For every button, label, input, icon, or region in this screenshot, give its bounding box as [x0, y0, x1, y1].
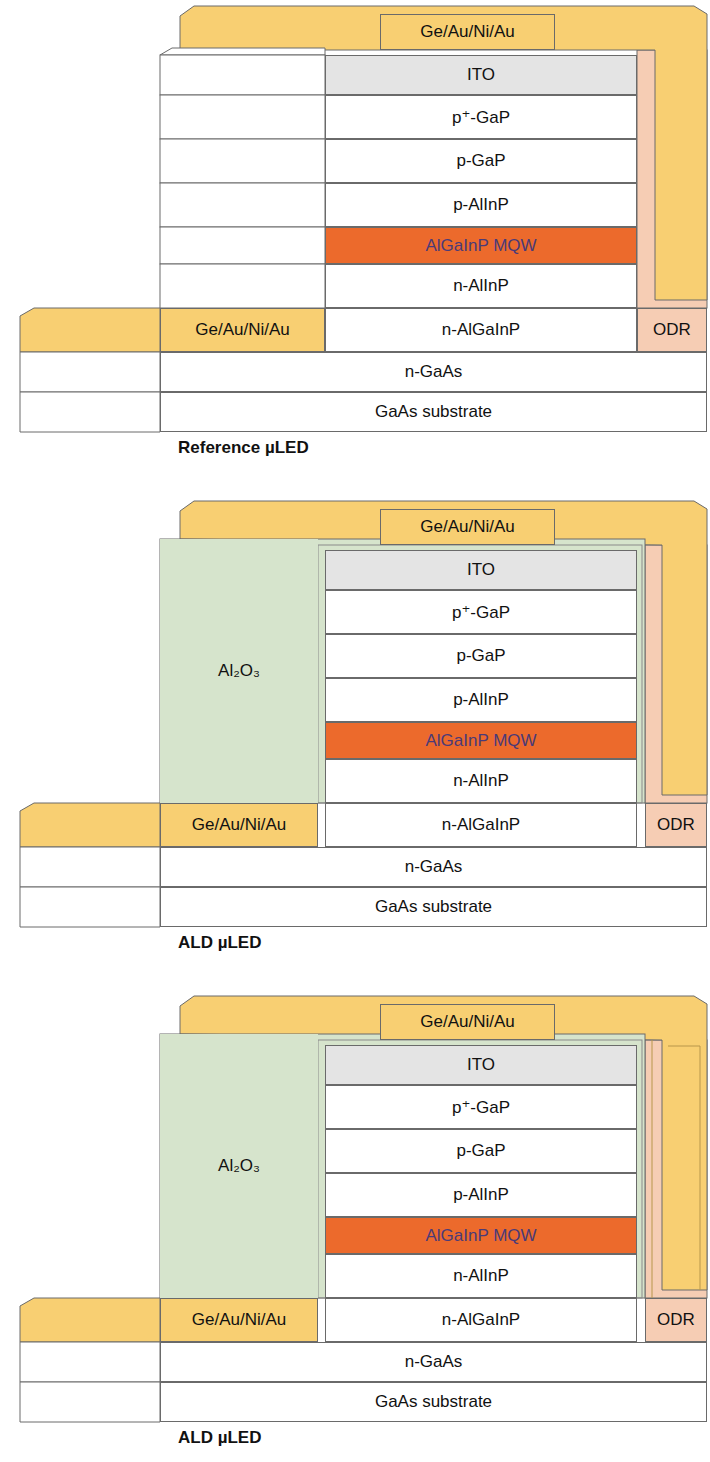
semiconductor-layer: p-AlInP — [325, 1173, 637, 1217]
passivation-layer: Al₂O₃ — [160, 539, 318, 803]
substrate-layer: GaAs substrate — [160, 887, 707, 927]
layer-label: AlGaInP MQW — [425, 1226, 536, 1246]
layer-label: p-AlInP — [453, 690, 509, 710]
panel-caption: ALD µLED — [178, 933, 261, 953]
semiconductor-layer: p-AlInP — [325, 183, 637, 227]
layer-label: n-AlInP — [453, 771, 509, 791]
semiconductor-layer: p⁺-GaP — [325, 95, 637, 139]
semiconductor-layer: n-AlInP — [325, 759, 637, 803]
ito-layer: ITO — [325, 1045, 637, 1085]
buffer-layer: n-GaAs — [160, 352, 707, 392]
substrate-layer: GaAs substrate — [160, 1382, 707, 1422]
semiconductor-layer: p-GaP — [325, 139, 637, 183]
layer-label: Al₂O₃ — [218, 1156, 260, 1176]
buffer-layer: n-GaAs — [160, 1342, 707, 1382]
ald-structure — [20, 996, 707, 1422]
layer-label: ODR — [653, 320, 691, 340]
metal-contact: Ge/Au/Ni/Au — [380, 1004, 555, 1040]
metal-contact: Ge/Au/Ni/Au — [380, 509, 555, 545]
layer-label: n-AlGaInP — [442, 815, 520, 835]
ito-layer: ITO — [325, 550, 637, 590]
layer-label: ODR — [657, 1310, 695, 1330]
layer-label: p-GaP — [456, 646, 505, 666]
panel-caption: ALD µLED — [178, 1428, 261, 1448]
layer-label: p⁺-GaP — [452, 107, 510, 128]
metal-contact: Ge/Au/Ni/Au — [160, 308, 325, 352]
layer-label: Al₂O₃ — [218, 661, 260, 681]
ito-layer: ITO — [325, 55, 637, 95]
layer-label: n-AlInP — [453, 1266, 509, 1286]
panel-caption: Reference µLED — [178, 438, 309, 458]
layer-label: Ge/Au/Ni/Au — [420, 1012, 515, 1032]
layer-label: n-AlGaInP — [442, 320, 520, 340]
buffer-layer: n-GaAs — [160, 847, 707, 887]
layer-label: AlGaInP MQW — [425, 236, 536, 256]
layer-label: GaAs substrate — [375, 402, 492, 422]
layer-label: GaAs substrate — [375, 897, 492, 917]
layer-label: p-AlInP — [453, 195, 509, 215]
layer-label: p⁺-GaP — [452, 602, 510, 623]
odr-layer: ODR — [645, 803, 707, 847]
metal-layer-edge — [652, 1040, 653, 1298]
layer-label: n-GaAs — [405, 362, 463, 382]
layer-label: Ge/Au/Ni/Au — [192, 1310, 287, 1330]
semiconductor-layer: p-GaP — [325, 634, 637, 678]
metal-contact: Ge/Au/Ni/Au — [380, 14, 555, 50]
semiconductor-layer: n-AlInP — [325, 264, 637, 308]
layer-label: p-GaP — [456, 151, 505, 171]
layer-label: n-GaAs — [405, 857, 463, 877]
layer-label: Ge/Au/Ni/Au — [192, 815, 287, 835]
layer-label: Ge/Au/Ni/Au — [420, 517, 515, 537]
quantum-well-layer: AlGaInP MQW — [325, 722, 637, 759]
layer-label: ITO — [467, 65, 495, 85]
layer-label: p-AlInP — [453, 1185, 509, 1205]
layer-label: ITO — [467, 1055, 495, 1075]
metal-layer-edge — [668, 1046, 700, 1290]
semiconductor-layer: n-AlGaInP — [325, 308, 637, 352]
layer-label: Ge/Au/Ni/Au — [195, 320, 290, 340]
metal-contact: Ge/Au/Ni/Au — [160, 803, 318, 847]
substrate-layer: GaAs substrate — [160, 392, 707, 432]
odr-layer: ODR — [645, 1298, 707, 1342]
semiconductor-layer: p⁺-GaP — [325, 590, 637, 634]
layer-label: p-GaP — [456, 1141, 505, 1161]
layer-label: AlGaInP MQW — [425, 731, 536, 751]
layer-label: n-GaAs — [405, 1352, 463, 1372]
semiconductor-layer: p-GaP — [325, 1129, 637, 1173]
metal-contact: Ge/Au/Ni/Au — [160, 1298, 318, 1342]
layer-label: GaAs substrate — [375, 1392, 492, 1412]
semiconductor-layer: n-AlInP — [325, 1254, 637, 1298]
layer-label: n-AlGaInP — [442, 1310, 520, 1330]
semiconductor-layer: p-AlInP — [325, 678, 637, 722]
layer-label: n-AlInP — [453, 276, 509, 296]
passivation-layer: Al₂O₃ — [160, 1034, 318, 1298]
semiconductor-layer: n-AlGaInP — [325, 1298, 637, 1342]
quantum-well-layer: AlGaInP MQW — [325, 1217, 637, 1254]
odr-layer: ODR — [637, 308, 707, 352]
layer-label: Ge/Au/Ni/Au — [420, 22, 515, 42]
layer-label: p⁺-GaP — [452, 1097, 510, 1118]
quantum-well-layer: AlGaInP MQW — [325, 227, 637, 264]
reference-structure — [20, 6, 707, 432]
layer-label: ITO — [467, 560, 495, 580]
semiconductor-layer: n-AlGaInP — [325, 803, 637, 847]
layer-label: ODR — [657, 815, 695, 835]
semiconductor-layer: p⁺-GaP — [325, 1085, 637, 1129]
ald-structure — [20, 501, 707, 927]
